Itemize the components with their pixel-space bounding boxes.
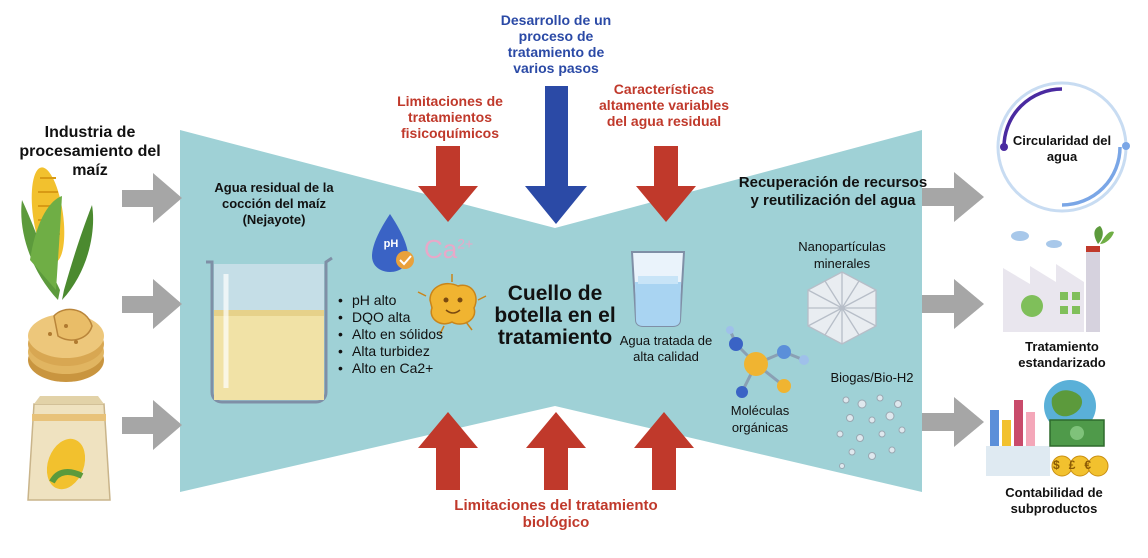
property-item: Alta turbidez (338, 343, 458, 360)
ph-drop-label: pH (383, 238, 399, 250)
beaker-icon (206, 256, 333, 404)
bottleneck-funnel (180, 130, 922, 492)
biological-limits-arrow-right (634, 412, 694, 490)
property-item: pH alto (338, 292, 458, 309)
calcium-ion-charge: 2+ (457, 235, 474, 252)
water-circularity-label: Circularidad del agua (1012, 133, 1112, 164)
physchem-limits-arrow (418, 146, 478, 222)
bottleneck-title: Cuello de botella en el tratamiento (494, 282, 616, 349)
output-arrow-circularity (922, 172, 984, 222)
biological-limits-arrow-center (526, 412, 586, 490)
circularity-ring-icon (996, 81, 1130, 213)
water-glass-icon (630, 251, 686, 327)
biological-limits-label: Limitaciones del tratamiento biológico (454, 497, 658, 531)
corn-icon (21, 167, 94, 300)
input-arrow-flour (122, 400, 182, 450)
biological-limits-arrow-left (418, 412, 478, 490)
treated-water-label: Agua tratada de alta calidad (619, 333, 713, 364)
calcium-ion-symbol: Ca (424, 234, 458, 264)
nanoparticles-label: Nanopartículas minerales (798, 239, 886, 271)
property-item: Alto en Ca2+ (338, 360, 458, 377)
byproduct-accounting-label: Contabilidad de subproductos (1005, 485, 1103, 516)
property-item: DQO alta (338, 309, 458, 326)
wastewater-properties-list: pH alto DQO alta Alto en sólidos Alta tu… (338, 292, 458, 377)
corn-flour-bag-icon (27, 396, 111, 501)
calcium-ion-icon: Ca2+ (424, 234, 473, 265)
output-arrow-byproducts (922, 397, 984, 447)
recovery-title: Recuperación de recursos y reutilización… (738, 174, 928, 209)
output-arrow-standardized (922, 279, 984, 329)
ph-drop-icon (372, 214, 414, 272)
industry-title: Industria de procesamiento del maíz (19, 124, 161, 179)
process-development-arrow (525, 86, 587, 224)
variable-characteristics-label: Características altamente variables del … (599, 81, 729, 129)
biogas-label: Biogas/Bio-H2 (830, 370, 914, 385)
standardized-treatment-label: Tratamiento estandarizado (1018, 339, 1106, 370)
physchem-limits-label: Limitaciones de tratamientos fisicoquími… (397, 93, 503, 141)
gas-bubbles-icon (836, 394, 906, 469)
byproduct-accounting-icon (986, 380, 1109, 477)
tortilla-icon (28, 308, 104, 382)
property-item: Alto en sólidos (338, 326, 458, 343)
organic-molecules-label: Moléculas orgánicas (730, 403, 790, 435)
factory-icon (1003, 226, 1114, 332)
input-arrow-corn (122, 173, 182, 223)
wastewater-title: Agua residual de la cocción del maíz (Ne… (214, 180, 334, 227)
molecule-icon (726, 326, 809, 398)
variable-characteristics-arrow (636, 146, 696, 222)
currency-symbols: $£€ (1053, 458, 1109, 472)
currency-euro: € (1084, 458, 1101, 472)
nanoparticle-icon (807, 271, 877, 345)
currency-dollar: $ (1053, 458, 1069, 472)
input-arrow-tortilla (122, 279, 182, 329)
currency-pound: £ (1068, 458, 1085, 472)
process-development-title: Desarrollo de un proceso de tratamiento … (500, 12, 612, 76)
